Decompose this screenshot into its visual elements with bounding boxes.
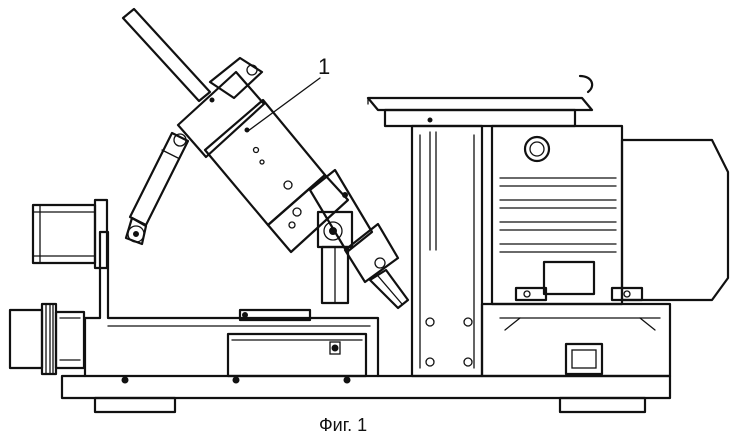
- callout-label-1: 1: [318, 54, 330, 79]
- spindle-housing: [203, 98, 350, 254]
- callout-1: 1: [247, 54, 330, 132]
- lower-frame: [83, 230, 380, 378]
- figure-caption: Фиг. 1: [319, 415, 367, 435]
- top-table: [366, 74, 594, 128]
- left-upper-motor: [31, 198, 109, 270]
- actuator-cylinder: [124, 131, 190, 246]
- left-lower-motor: [8, 302, 86, 376]
- tool-holder: [308, 168, 410, 310]
- inclined-rod: [121, 7, 266, 159]
- electric-motor: [490, 124, 730, 306]
- pivot-post: [316, 192, 354, 305]
- vertical-column: [410, 117, 484, 378]
- motor-pedestal: [480, 302, 672, 378]
- base-plate: [60, 374, 672, 414]
